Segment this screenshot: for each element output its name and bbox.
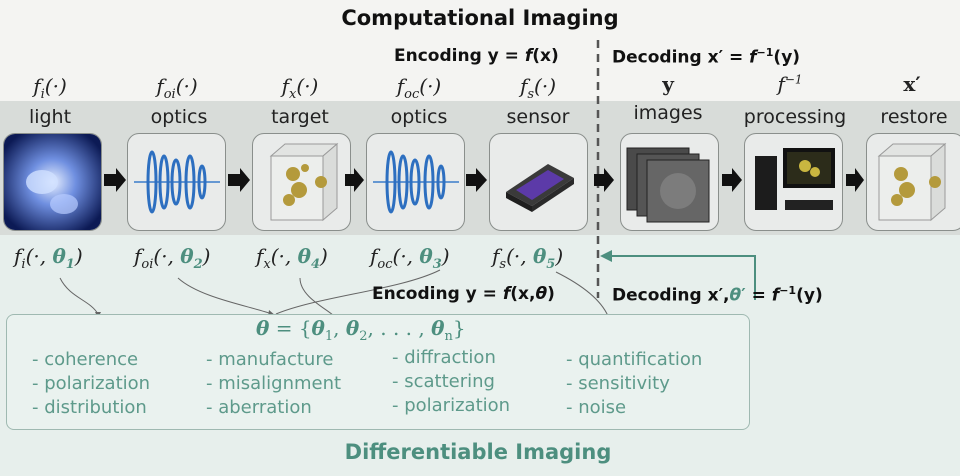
label-processing: processing [743,106,847,128]
bottom-title: Differentiable Imaging [344,440,612,464]
item-noise: - noise [566,397,627,418]
computer-icon [755,148,835,210]
fn-optics-in: foi(·) [156,74,198,102]
fn-processing: f−1 [777,72,803,96]
item-manufacture: - manufacture [206,349,334,370]
param-optics-out: foc(·, θ3) [370,244,450,272]
arrow-4 [466,168,487,192]
item-diffraction: - diffraction [392,347,496,368]
fn-optics-out: foc(·) [396,74,442,102]
sensor-chip-icon [506,164,574,212]
image-stack-icon [626,147,710,223]
arrow-7 [846,168,864,192]
theta-set: θ = {θ1, θ2, . . . , θn} [256,316,466,344]
fn-restore: x′ [903,72,921,96]
target-cube-icon [269,142,339,222]
page-title: Computational Imaging [341,6,619,30]
fn-target: fx(·) [281,74,319,102]
encoding-top-label: Encoding y = f(x) [394,46,559,66]
label-optics-in: optics [150,106,208,128]
fn-sensor: fs(·) [519,74,557,102]
column-light: - coherence - polarization - distributio… [32,348,150,420]
restored-cube-icon [877,142,947,222]
decoding-mid-label: Decoding x′,θ′ = f−1(y) [612,284,823,306]
led-light-icon [4,134,101,230]
lens-optics-icon [134,150,220,214]
param-light: fi(·, θ1) [14,244,83,272]
item-aberration: - aberration [206,397,312,418]
box-images [620,133,719,231]
column-optics: - manufacture - misalignment - aberratio… [206,348,341,420]
param-sensor: fs(·, θ5) [492,244,564,272]
decoding-top-label: Decoding x′ = f−1(y) [612,46,801,68]
arrow-5 [594,168,614,192]
item-quantification: - quantification [566,349,703,370]
label-sensor: sensor [506,106,570,128]
item-distribution: - distribution [32,397,147,418]
column-target: - diffraction - scattering - polarizatio… [392,346,510,418]
box-target [252,133,351,231]
box-optics-out [366,133,465,231]
item-sensitivity: - sensitivity [566,373,670,394]
label-restore: restore [880,106,948,128]
param-target: fx(·, θ4) [256,244,328,272]
box-restore [866,133,960,231]
label-target: target [271,106,329,128]
arrow-3 [345,168,364,192]
label-images: images [633,102,703,124]
item-polarization-2: - polarization [392,395,511,416]
arrow-1 [104,168,126,192]
item-polarization: - polarization [32,373,151,394]
pipeline-arrows [104,168,864,192]
encoding-mid-label: Encoding y = f(x,θ) [372,284,555,304]
arrow-2 [228,168,250,192]
arrow-6 [722,168,742,192]
lens-optics-icon [373,150,459,214]
item-coherence: - coherence [32,349,139,370]
box-sensor [489,133,588,231]
box-optics-in [127,133,226,231]
label-light: light [28,106,72,128]
item-misalignment: - misalignment [206,373,342,394]
column-sensor: - quantification - sensitivity - noise [566,348,702,420]
fn-images: y [662,72,674,96]
encode-decode-divider [596,40,600,298]
item-scattering: - scattering [392,371,495,392]
fn-light: fi(·) [33,74,67,102]
box-processing [744,133,843,231]
box-light [3,133,102,231]
label-optics-out: optics [390,106,448,128]
param-optics-in: foi(·, θ2) [134,244,211,272]
parameter-panel [6,314,750,430]
